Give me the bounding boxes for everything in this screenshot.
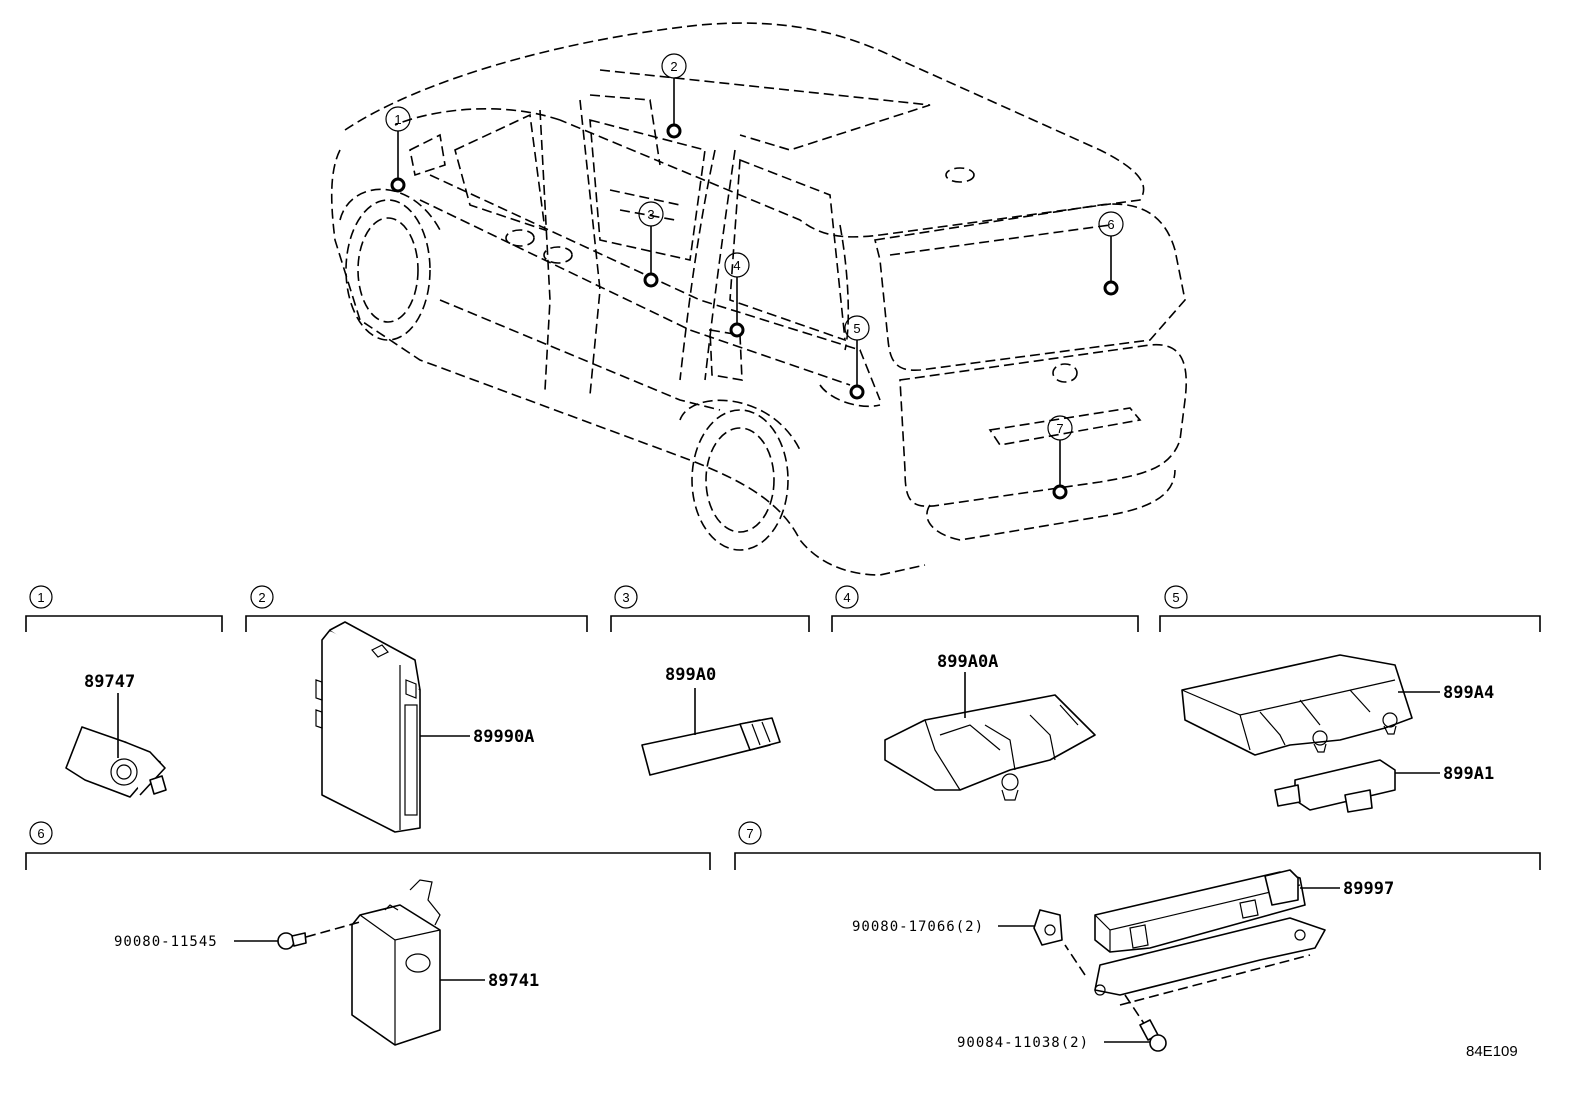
section-6-header: 6 xyxy=(25,821,711,870)
callout-marker-6: 6 xyxy=(1098,211,1124,296)
label-89990A: 89990A xyxy=(473,727,534,747)
svg-text:4: 4 xyxy=(843,590,850,605)
fastener-90080-11545-bolt xyxy=(234,921,361,950)
callout-marker-4: 4 xyxy=(724,252,750,338)
callout-marker-3: 3 xyxy=(638,201,664,288)
label-899A0: 899A0 xyxy=(665,665,716,685)
label-899A0A: 899A0A xyxy=(937,652,998,672)
label-90080-17066: 90080-17066(2) xyxy=(852,919,984,935)
section-4-header: 4 xyxy=(831,585,1139,632)
section-5-header: 5 xyxy=(1159,585,1541,632)
svg-text:1: 1 xyxy=(394,112,401,127)
svg-text:7: 7 xyxy=(1056,421,1063,436)
svg-text:7: 7 xyxy=(746,826,753,841)
label-89997: 89997 xyxy=(1343,879,1394,899)
part-899A4-cover xyxy=(1181,654,1440,756)
part-89747-sensor xyxy=(65,693,167,798)
callout-marker-2: 2 xyxy=(661,53,687,139)
part-89997-receiver xyxy=(1064,869,1340,1006)
svg-text:5: 5 xyxy=(1172,590,1179,605)
callout-marker-5: 5 xyxy=(844,315,870,400)
section-3-header: 3 xyxy=(610,585,810,632)
section-1-header: 1 xyxy=(25,585,223,632)
svg-text:1: 1 xyxy=(37,590,44,605)
part-899A1-oscillator xyxy=(1274,759,1440,813)
callout-marker-1: 1 xyxy=(385,106,411,193)
label-899A4: 899A4 xyxy=(1443,683,1494,703)
label-899A1: 899A1 xyxy=(1443,764,1494,784)
label-89747: 89747 xyxy=(84,672,135,692)
svg-text:3: 3 xyxy=(647,207,654,222)
callout-marker-7: 7 xyxy=(1047,415,1073,500)
svg-text:6: 6 xyxy=(37,826,44,841)
part-89990A-ecu xyxy=(315,621,470,833)
fastener-90084-11038-screw xyxy=(1104,994,1167,1052)
section-7-header: 7 xyxy=(734,821,1541,870)
label-90080-11545: 90080-11545 xyxy=(114,934,218,950)
drawing-code: 84E109 xyxy=(1466,1043,1518,1060)
section-2-header: 2 xyxy=(245,585,588,632)
svg-text:2: 2 xyxy=(258,590,265,605)
svg-text:3: 3 xyxy=(622,590,629,605)
part-89741-module xyxy=(351,879,485,1046)
label-89741: 89741 xyxy=(488,971,539,991)
vehicle-outline xyxy=(330,22,1187,576)
label-90084-11038: 90084-11038(2) xyxy=(957,1035,1089,1051)
svg-text:4: 4 xyxy=(733,258,740,273)
fastener-90080-17066-nut xyxy=(998,909,1063,946)
svg-text:6: 6 xyxy=(1107,217,1114,232)
svg-text:2: 2 xyxy=(670,59,677,74)
part-899A0-antenna xyxy=(641,688,781,776)
part-899A0A-bracket xyxy=(884,672,1096,801)
svg-text:5: 5 xyxy=(853,321,860,336)
